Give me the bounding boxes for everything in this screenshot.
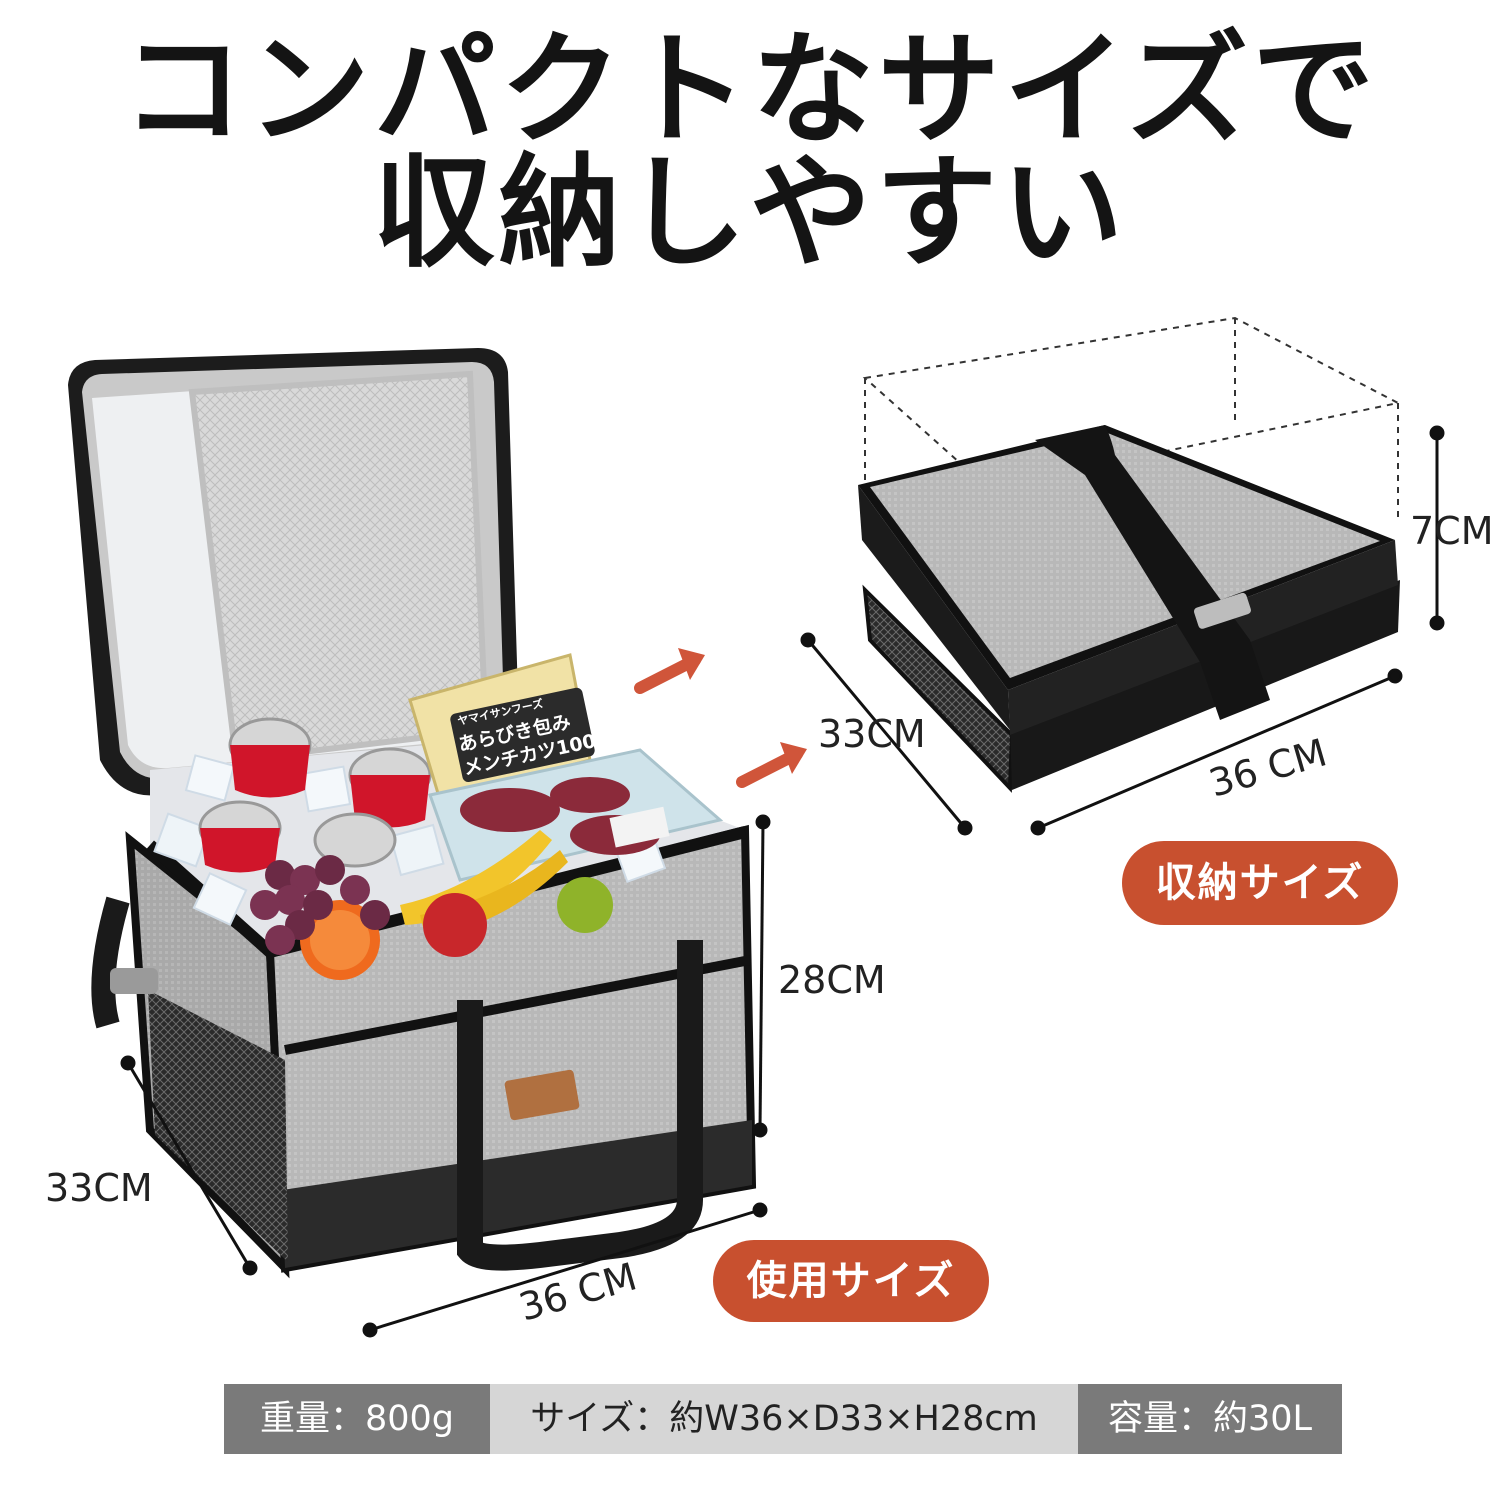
bag-handle-front [457, 940, 703, 1271]
bag-front-pocket-line [284, 955, 751, 1055]
storage-size-badge: 収納サイズ [1122, 841, 1398, 925]
bag-handle-side [91, 896, 130, 1029]
meat-trays [428, 748, 724, 882]
folded-bag [800, 316, 1445, 836]
headline-line-1: コンパクトなサイズで [121, 19, 1379, 161]
headline-line-2: 収納しやすい [372, 142, 1128, 284]
arrow-right-up-icon [736, 742, 807, 788]
fruits [250, 830, 613, 980]
food-package: ヤマイサンフーズ あらびき包み メンチカツ100 [408, 653, 598, 802]
dashed-bounding-box [862, 316, 1401, 600]
spec-weight: 重量：800g [224, 1384, 490, 1454]
folded-bag-side-mesh [862, 584, 1015, 793]
folded-bag-height-label: 7CM [1410, 509, 1494, 553]
bag-rim [146, 826, 747, 959]
arrow-right-up-icon [634, 648, 705, 694]
folded-bag-front [858, 485, 1010, 730]
strap-clip [110, 968, 158, 994]
spec-bar: 重量：800g サイズ：約W36×D33×H28cm 容量：約30L [224, 1384, 1342, 1454]
bag-bottom-band [282, 1120, 752, 1268]
open-bag-dimension-lines [120, 814, 771, 1338]
leather-tag [504, 1069, 580, 1121]
usage-size-badge: 使用サイズ [713, 1240, 989, 1322]
folded-bag-front-bottom [1010, 580, 1400, 790]
soda-cans [198, 717, 432, 873]
grapes [250, 855, 390, 955]
open-bag-height-label: 28CM [778, 958, 886, 1002]
bag-side-mesh-pocket [148, 990, 288, 1262]
spec-size: サイズ：約W36×D33×H28cm [490, 1384, 1078, 1454]
folded-bag-dimension-lines [800, 425, 1445, 836]
strap-buckle [1193, 592, 1251, 629]
open-bag-depth-label: 33CM [45, 1166, 153, 1210]
folded-bag-depth-label: 33CM [818, 712, 926, 756]
ice-cubes [153, 754, 667, 927]
folded-bag-top-fabric [870, 432, 1380, 678]
spec-capacity: 容量：約30L [1078, 1384, 1342, 1454]
folded-bag-strap [1035, 425, 1270, 720]
open-bag: ヤマイサンフーズ あらびき包み メンチカツ100 [68, 348, 771, 1338]
